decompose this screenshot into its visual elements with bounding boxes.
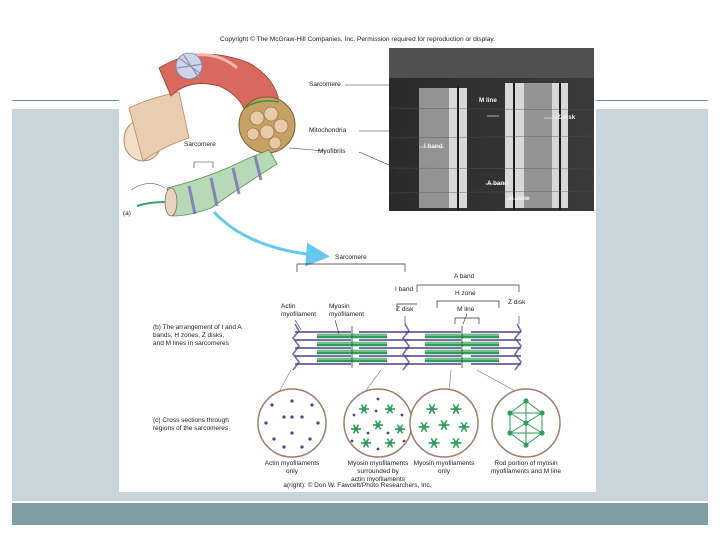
em-label-z-disk: Z disk	[557, 114, 576, 121]
muscle-illustration	[123, 52, 296, 217]
em-label-m-line: M line	[479, 97, 497, 104]
schematic-label-m-line: M line	[457, 306, 475, 313]
schematic-label-actin: Actin myofilament	[281, 303, 317, 318]
em-label-a-band: A band	[487, 180, 509, 187]
panel-c-caption: (c) Cross sections through regions of th…	[153, 417, 229, 432]
electron-micrograph	[388, 48, 595, 211]
em-label-i-band: I band	[424, 143, 443, 150]
zoom-arrow	[212, 210, 330, 267]
micrograph-label-myofibrils: Myofibrils	[318, 148, 346, 155]
cross-section-label-overlap: Myosin myofilaments surrounded by actin …	[347, 460, 409, 483]
schematic-label-h-zone: H zone	[455, 290, 476, 297]
cross-section-actin-only	[257, 388, 327, 458]
cross-section-circles	[257, 388, 561, 458]
schematic-label-sarcomere: Sarcomere	[335, 254, 367, 261]
sarcomere-label-illustration: Sarcomere	[184, 141, 216, 148]
sarcomere-schematic	[278, 263, 522, 393]
schematic-label-myosin: Myosin myofilament	[329, 303, 365, 318]
micrograph-label-mitochondria: Mitochondria	[309, 127, 347, 134]
copyright-notice: Copyright © The McGraw-Hill Companies, I…	[219, 36, 496, 43]
schematic-label-z-disk-left: Z disk	[396, 306, 414, 313]
schematic-label-i-band: I band	[395, 286, 414, 293]
slide-footer-bar	[12, 503, 708, 525]
cross-section-label-m-line: Rod portion of myosin myofilaments and M…	[490, 460, 562, 475]
em-label-h-zone: H zone	[509, 195, 530, 202]
schematic-label-a-band: A band	[454, 273, 475, 280]
figure-artwork	[123, 48, 595, 458]
photo-credit: a(right): © Don W. Fawcett/Photo Researc…	[283, 482, 432, 489]
muscle-sarcomere-figure: Copyright © The McGraw-Hill Companies, I…	[119, 28, 596, 492]
panel-a-tag: (a)	[123, 210, 131, 217]
schematic-label-z-disk-right: Z disk	[508, 299, 526, 306]
cross-section-label-myosin-only: Myosin myofilaments only	[413, 460, 475, 475]
micrograph-label-sarcomere: Sarcomere	[309, 81, 341, 88]
panel-a-leaders	[288, 84, 420, 179]
panel-b-caption: (b) The arrangement of I and A bands, H …	[153, 324, 242, 347]
cross-section-label-actin-only: Actin myofilaments only	[264, 460, 320, 475]
